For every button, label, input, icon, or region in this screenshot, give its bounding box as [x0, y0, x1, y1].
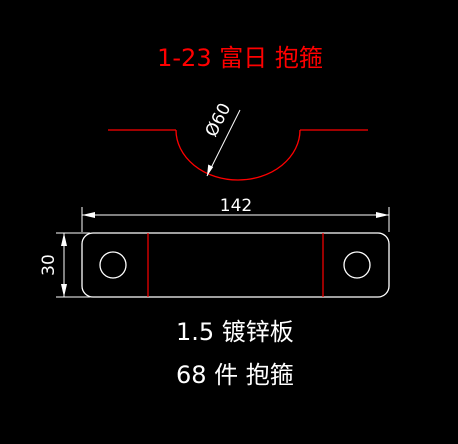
length-arrow-right: [376, 212, 389, 218]
diameter-label: Ø60: [202, 100, 236, 140]
drawing-title: 1-23 富日 抱箍: [157, 44, 323, 72]
side-profile-view: [108, 129, 368, 181]
length-dimension: [81, 207, 390, 232]
length-label: 142: [220, 196, 252, 216]
height-dimension: [56, 232, 90, 298]
profile-semicircle: [175, 129, 301, 181]
material-note: 1.5 镀锌板: [176, 318, 294, 346]
diameter-arrowhead: [207, 164, 214, 176]
mounting-hole-left: [99, 251, 127, 279]
flat-plate-view: [81, 232, 390, 298]
quantity-note: 68 件 抱箍: [176, 361, 294, 389]
height-label: 30: [39, 254, 59, 276]
mounting-hole-right: [343, 251, 371, 279]
height-arrow-top: [61, 233, 67, 246]
diameter-leader: [206, 109, 241, 177]
plate-outline: [81, 232, 390, 298]
height-arrow-bottom: [61, 284, 67, 297]
length-arrow-left: [82, 212, 95, 218]
